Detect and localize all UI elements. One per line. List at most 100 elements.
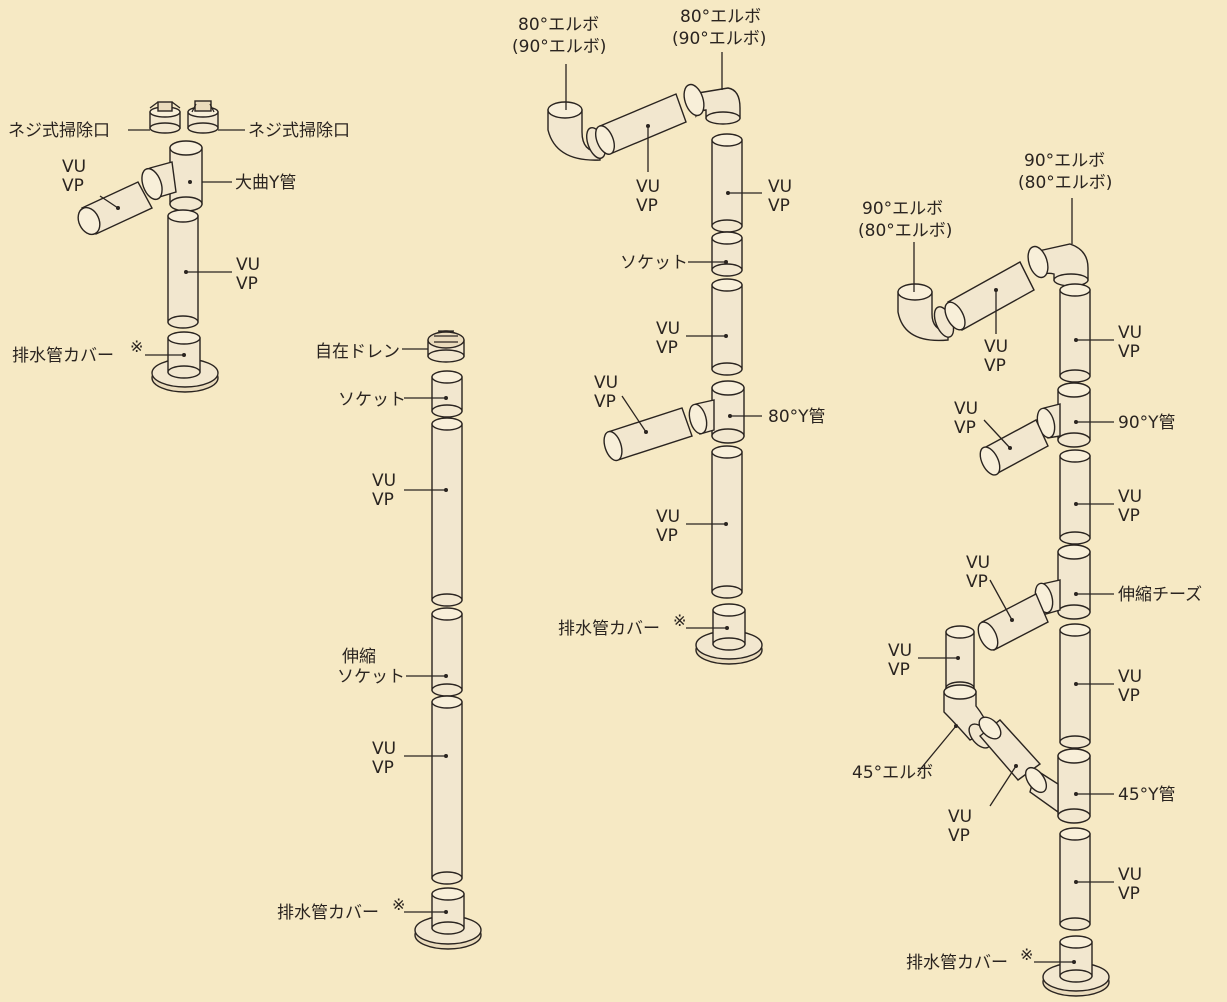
label-drain-cover-a4: 排水管カバー bbox=[906, 953, 1008, 973]
vertical-pipe-a3-3 bbox=[711, 445, 743, 599]
label-vu-a4v2: VU bbox=[1118, 487, 1142, 507]
label-y80: 80°Y管 bbox=[768, 407, 826, 427]
label-vp-a4y90: VP bbox=[954, 418, 976, 438]
vertical-pipe-a2-upper bbox=[431, 417, 463, 607]
elbow90-left bbox=[897, 283, 955, 342]
label-y45: 45°Y管 bbox=[1118, 785, 1176, 805]
label-vu-a4tee: VU bbox=[966, 553, 990, 573]
note-mark-a4: ※ bbox=[1020, 945, 1033, 964]
diagonal-pipe-a4-top bbox=[944, 261, 1035, 331]
label-vp-a4v1: VP bbox=[1118, 342, 1140, 362]
note-mark-a2: ※ bbox=[392, 895, 405, 914]
label-vp-a1v: VP bbox=[236, 274, 258, 294]
label-vp-a2u: VP bbox=[372, 490, 394, 510]
elbow80-right bbox=[683, 83, 741, 125]
label-vp-a3y: VP bbox=[594, 392, 616, 412]
diagonal-pipe-a3-top bbox=[594, 93, 687, 155]
label-elbow90-right-alt: (80°エルボ) bbox=[1018, 173, 1112, 193]
assembly-1: ネジ式掃除口 ネジ式掃除口 大曲Y管 VU VP VU VP 排水管カバー ※ bbox=[8, 100, 350, 393]
label-vu-a4d45: VU bbox=[948, 807, 972, 827]
label-vp-a3v3: VP bbox=[656, 526, 678, 546]
vertical-pipe-a3-2 bbox=[711, 278, 743, 376]
label-drain-cover-a1: 排水管カバー bbox=[12, 346, 114, 366]
y90-fitting bbox=[1036, 382, 1091, 448]
socket-a2 bbox=[431, 370, 463, 418]
assembly-4: 90°エルボ (80°エルボ) 90°エルボ (80°エルボ) VU VP VU… bbox=[852, 151, 1202, 997]
label-vp-a4v3: VP bbox=[1118, 686, 1140, 706]
label-vu-a3v3: VU bbox=[656, 507, 680, 527]
label-vu-a3v2: VU bbox=[656, 319, 680, 339]
label-elbow80-left-alt: (90°エルボ) bbox=[512, 37, 606, 57]
drain-cover-a3 bbox=[695, 603, 763, 665]
label-expansion-socket-a2: ソケット bbox=[337, 667, 405, 687]
label-drain-cover-a3: 排水管カバー bbox=[558, 619, 660, 639]
label-drain-cover-a2: 排水管カバー bbox=[277, 903, 379, 923]
threaded-cleanout-cap-left-icon bbox=[149, 101, 181, 134]
label-vp-a3v1: VP bbox=[768, 196, 790, 216]
label-vu-a4v4: VU bbox=[1118, 865, 1142, 885]
elbow90-right bbox=[1027, 243, 1089, 287]
label-large-bend-y: 大曲Y管 bbox=[235, 173, 296, 193]
label-vp-a4d45: VP bbox=[948, 826, 970, 846]
large-bend-y-fitting bbox=[141, 140, 203, 212]
label-vu-a3d: VU bbox=[636, 177, 660, 197]
label-elbow90-right: 90°エルボ bbox=[1024, 151, 1105, 171]
vertical-pipe-a4-3 bbox=[1059, 623, 1091, 749]
label-vp-a3d: VP bbox=[636, 196, 658, 216]
label-vp-a2l: VP bbox=[372, 758, 394, 778]
diagonal-pipe-a1 bbox=[77, 181, 153, 236]
label-vp-a4v2: VP bbox=[1118, 506, 1140, 526]
label-elbow80-left: 80°エルボ bbox=[518, 15, 599, 35]
label-vu-a3v1: VU bbox=[768, 177, 792, 197]
expansion-socket-a2 bbox=[431, 607, 463, 697]
threaded-cleanout-cap-right-icon bbox=[187, 100, 219, 134]
assembly-2: 自在ドレン ソケット VU VP 伸縮 ソケット VU VP 排水管カバー ※ bbox=[277, 330, 482, 950]
label-socket-a2: ソケット bbox=[338, 390, 406, 410]
note-mark-a1: ※ bbox=[130, 337, 143, 356]
vertical-pipe-a4-4 bbox=[1059, 827, 1091, 931]
label-vu-a4d: VU bbox=[984, 337, 1008, 357]
label-expansion-tee: 伸縮チーズ bbox=[1118, 585, 1202, 605]
diagonal-pipe-a4-tee bbox=[977, 593, 1049, 651]
label-elbow90-left: 90°エルボ bbox=[862, 199, 943, 219]
label-vp-a4d: VP bbox=[984, 356, 1006, 376]
label-elbow45: 45°エルボ bbox=[852, 763, 933, 783]
vertical-pipe-a4-2 bbox=[1059, 449, 1091, 545]
y80-fitting bbox=[688, 380, 745, 444]
expansion-tee-fitting bbox=[1034, 544, 1091, 620]
vertical-pipe-a3-1 bbox=[711, 133, 743, 233]
label-vu-a1d: VU bbox=[62, 157, 86, 177]
label-vu-a4short: VU bbox=[888, 641, 912, 661]
label-expansion-a2: 伸縮 bbox=[342, 647, 376, 667]
short-pipe-a4 bbox=[945, 625, 975, 695]
label-vp-a4v4: VP bbox=[1118, 884, 1140, 904]
label-vu-a2l: VU bbox=[372, 739, 396, 759]
drain-cover-a4 bbox=[1042, 935, 1110, 997]
label-threaded-cleanout-left: ネジ式掃除口 bbox=[8, 121, 110, 141]
drain-cover-a2 bbox=[414, 887, 482, 950]
socket-a3 bbox=[711, 231, 743, 277]
label-vp-a3v2: VP bbox=[656, 338, 678, 358]
free-drain-icon bbox=[427, 330, 465, 363]
label-elbow90-left-alt: (80°エルボ) bbox=[858, 221, 952, 241]
vertical-pipe-a2-lower bbox=[431, 695, 463, 885]
label-vu-a3y: VU bbox=[594, 373, 618, 393]
label-vp-a1d: VP bbox=[62, 176, 84, 196]
y45-fitting bbox=[1024, 748, 1091, 824]
label-vu-a1v: VU bbox=[236, 255, 260, 275]
diagonal-pipe-a4-45 bbox=[978, 716, 1042, 781]
label-vu-a4y90: VU bbox=[954, 399, 978, 419]
label-elbow80-right: 80°エルボ bbox=[680, 7, 761, 27]
drain-cover-a1 bbox=[151, 331, 219, 393]
diagonal-pipe-a4-y90 bbox=[979, 419, 1049, 476]
note-mark-a3: ※ bbox=[673, 611, 686, 630]
vertical-pipe-a1 bbox=[167, 209, 199, 329]
diagonal-pipe-a3-y bbox=[603, 407, 693, 462]
label-threaded-cleanout-right: ネジ式掃除口 bbox=[248, 121, 350, 141]
label-elbow80-right-alt: (90°エルボ) bbox=[672, 29, 766, 49]
label-vp-a4tee: VP bbox=[966, 572, 988, 592]
vertical-pipe-a4-1 bbox=[1059, 283, 1091, 383]
label-socket-a3: ソケット bbox=[620, 253, 688, 273]
label-vu-a4v3: VU bbox=[1118, 667, 1142, 687]
